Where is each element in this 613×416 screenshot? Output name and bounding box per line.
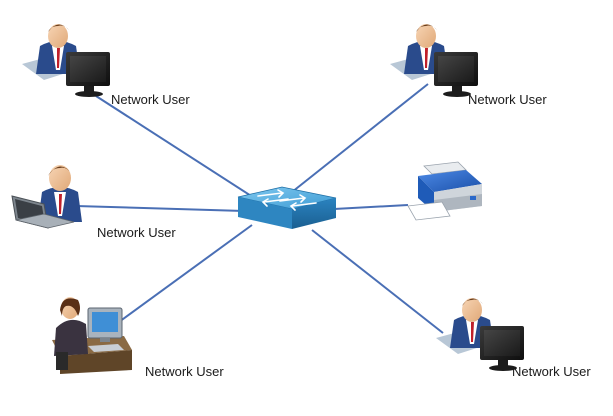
label-user-mid-left: Network User [97, 225, 176, 240]
network-switch-icon [237, 186, 337, 229]
links [75, 83, 444, 334]
desktop-user-icon [390, 24, 478, 97]
label-user-top-left: Network User [111, 92, 190, 107]
link-mid-left [75, 205, 245, 212]
desktop-user-icon [22, 24, 110, 97]
link-top-right [291, 83, 429, 193]
node-labels: Network User Network User Network User N… [97, 92, 591, 379]
label-user-bottom-left: Network User [145, 364, 224, 379]
link-bottom-left [107, 224, 253, 331]
workstation-user-icon [52, 297, 132, 374]
label-user-bottom-right: Network User [512, 364, 591, 379]
laptop-user-icon [11, 165, 82, 229]
link-top-left [95, 95, 263, 204]
label-user-top-right: Network User [468, 92, 547, 107]
link-bottom-right [311, 229, 444, 334]
desktop-user-icon [436, 298, 524, 371]
link-printer [333, 204, 409, 210]
printer-icon [407, 161, 482, 221]
